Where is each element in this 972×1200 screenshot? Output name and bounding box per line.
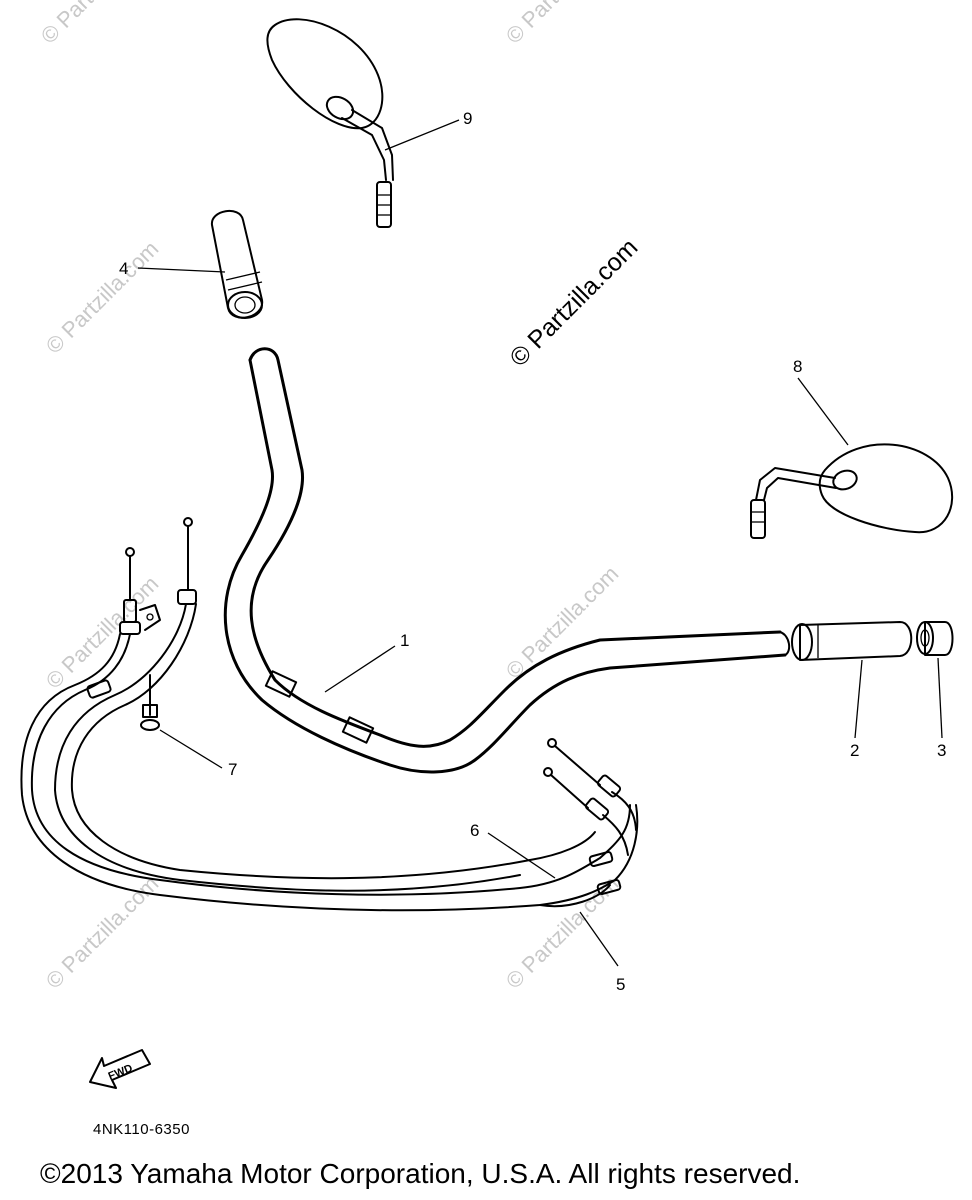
- watermark-faint: © Partzilla.com: [41, 871, 164, 994]
- grip-end-part-3: [916, 621, 954, 656]
- callout-3: 3: [937, 741, 946, 760]
- copyright: ©2013 Yamaha Motor Corporation, U.S.A. A…: [40, 1158, 800, 1189]
- grip-left-part-4: [211, 210, 264, 319]
- fwd-arrow-icon: FWD: [89, 1049, 151, 1089]
- callout-5: 5: [616, 975, 625, 994]
- callout-7: 7: [228, 760, 237, 779]
- mirror-left-part-9: [266, 18, 394, 228]
- callout-8: 8: [793, 357, 802, 376]
- grip-right-part-2: [791, 621, 913, 661]
- leader-lines: [137, 119, 943, 967]
- cables-part-5-6: [20, 603, 639, 912]
- watermark-faint: © Partzilla.com: [41, 236, 164, 359]
- callout-6: 6: [470, 821, 479, 840]
- callout-4: 4: [119, 259, 128, 278]
- bolt-part-7: [140, 674, 160, 731]
- handlebar-part-1: [223, 347, 791, 774]
- watermark-faint: © Partzilla.com: [501, 0, 624, 49]
- watermark-faint: © Partzilla.com: [36, 0, 159, 49]
- part-number: 4NK110-6350: [93, 1121, 190, 1138]
- watermark-main: © Partzilla.com: [504, 233, 643, 372]
- callout-1: 1: [400, 631, 409, 650]
- callout-2: 2: [850, 741, 859, 760]
- callouts: 1 2 3 4 5 6 7 8 9: [119, 109, 946, 994]
- watermark-faint: © Partzilla.com: [501, 561, 624, 684]
- faint-watermarks: © Partzilla.com © Partzilla.com © Partzi…: [36, 0, 624, 994]
- fwd-label: FWD: [107, 1062, 135, 1083]
- mirror-right-part-8: [750, 443, 954, 539]
- callout-9: 9: [463, 109, 472, 128]
